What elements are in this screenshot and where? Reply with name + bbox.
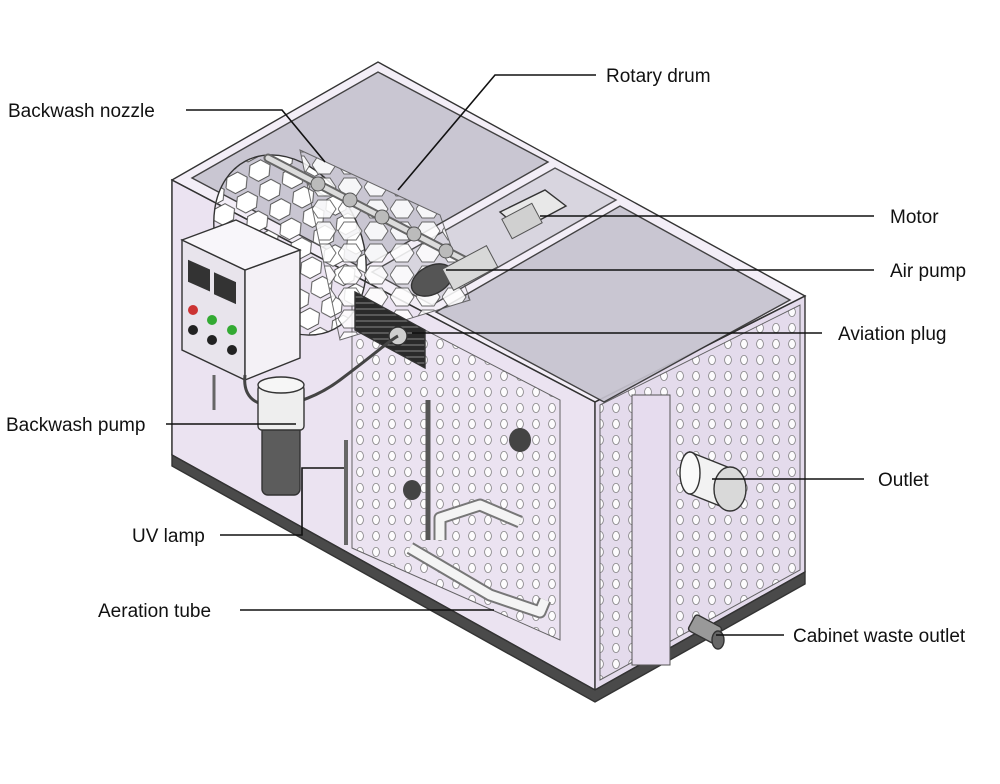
outlet-opening (713, 466, 747, 512)
air-pump (410, 244, 499, 297)
control-box (180, 219, 399, 408)
aeration-tube (403, 400, 551, 619)
label-air-pump: Air pump (890, 261, 966, 282)
outlet (679, 450, 747, 512)
backwash-nozzle-pipe (263, 153, 473, 267)
leader-rotary-drum (397, 74, 596, 191)
control-box-side (244, 249, 301, 382)
label-aeration-tube: Aeration tube (98, 601, 211, 622)
label-backwash-pump: Backwash pump (6, 415, 145, 436)
tank-base (171, 453, 806, 703)
indicator-light (207, 315, 217, 325)
control-switch (207, 335, 217, 345)
label-uv-lamp: UV lamp (132, 526, 205, 547)
outlet-column (631, 394, 671, 666)
label-backwash-nozzle: Backwash nozzle (8, 101, 155, 122)
aviation-plug-grille (354, 290, 426, 370)
backwash-pump (257, 376, 305, 496)
uv-lamp (212, 375, 348, 545)
labels: Backwash nozzle Rotary drum Motor Air pu… (6, 66, 966, 647)
control-switch (227, 345, 237, 355)
aeration-fitting (403, 480, 421, 500)
controller-display (214, 272, 236, 305)
control-switch (188, 325, 198, 335)
leader-uv-lamp (220, 467, 344, 536)
label-rotary-drum: Rotary drum (606, 66, 711, 87)
leader-lines (166, 74, 874, 636)
indicator-light (227, 325, 237, 335)
label-cabinet-waste-outlet: Cabinet waste outlet (793, 626, 966, 647)
controller-display (188, 259, 210, 292)
nozzle-head (342, 192, 358, 208)
label-motor: Motor (890, 207, 939, 228)
aeration-fitting (509, 428, 531, 452)
inner-divider-wall (351, 291, 561, 641)
motor (498, 189, 568, 240)
lid-panel-right (434, 205, 792, 403)
label-outlet: Outlet (878, 470, 929, 491)
power-cable (243, 334, 399, 408)
tank-top-rim (170, 61, 807, 403)
control-box-top (180, 219, 302, 271)
leader-backwash-nozzle (186, 109, 326, 163)
nozzle-head (374, 209, 390, 225)
nozzle-head (310, 176, 326, 192)
nozzle-head (438, 243, 454, 259)
indicator-light (188, 305, 198, 315)
nozzle-head (406, 226, 422, 242)
label-aviation-plug: Aviation plug (838, 324, 946, 345)
